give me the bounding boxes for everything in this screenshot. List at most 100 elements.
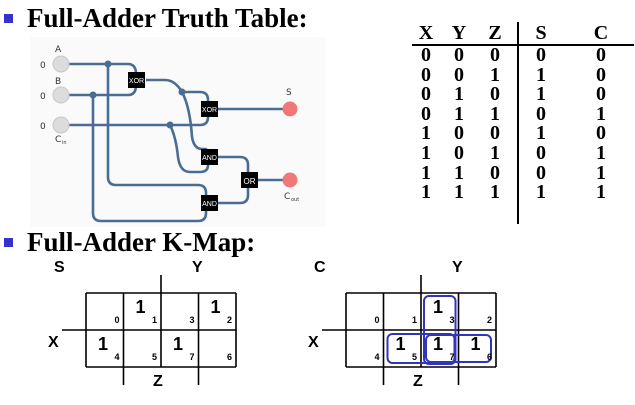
- wire-a-branch: [106, 64, 208, 201]
- input-a-switch[interactable]: [52, 55, 70, 73]
- kmap-cell-index: 5: [152, 352, 158, 362]
- kmap-y-label: Y: [192, 259, 203, 276]
- wire-cin: [68, 113, 210, 127]
- cell-y: 1: [454, 161, 464, 184]
- cell-z: 0: [490, 83, 500, 106]
- cell-x: 0: [421, 44, 431, 66]
- junction-a: [104, 60, 112, 68]
- junction-cin: [166, 121, 174, 129]
- kmap-cell-index: 3: [449, 315, 455, 325]
- cell-z: 1: [490, 141, 500, 164]
- output-s-label: S: [286, 88, 292, 98]
- kmap-cell-value: 1: [433, 334, 444, 354]
- wire-and1-out: [218, 155, 250, 175]
- cell-c: 1: [596, 102, 606, 125]
- kmap-grid-svg: [322, 275, 497, 385]
- wire-b: [68, 83, 138, 97]
- cell-s: 0: [536, 141, 546, 164]
- cell-x: 1: [421, 161, 431, 184]
- cell-z: 1: [490, 63, 500, 86]
- or-gate: OR: [241, 172, 258, 188]
- gates: XOR XOR AND AND OR: [128, 72, 258, 211]
- bullet-icon: [4, 238, 13, 247]
- header-c: C: [593, 22, 609, 44]
- wire-xor1-and1: [180, 91, 208, 153]
- output-leds: [282, 101, 298, 188]
- kmap-cell-index: 2: [227, 315, 233, 325]
- svg-text:AND: AND: [202, 155, 217, 162]
- cell-s: 1: [536, 122, 546, 145]
- kmap-cell-index: 1: [152, 315, 158, 325]
- cell-s: 1: [536, 83, 546, 106]
- cell-y: 1: [454, 83, 464, 106]
- and-gate-2: AND: [201, 195, 218, 211]
- wire-xor1-out: [146, 78, 210, 104]
- xor-gate-2: XOR: [201, 101, 218, 117]
- cell-x: 1: [421, 122, 431, 145]
- kmap-cell-index: 3: [189, 315, 195, 325]
- cell-z: 1: [490, 102, 500, 125]
- kmap-y-label: Y: [452, 259, 463, 276]
- output-s-led: [282, 101, 298, 117]
- truth-table-header: X Y Z S C: [412, 22, 634, 46]
- kmap-x-label: X: [308, 334, 319, 351]
- kmap-cell-value: 1: [98, 334, 109, 354]
- cell-c: 0: [596, 83, 606, 106]
- kmap-heading: Full-Adder K-Map:: [4, 227, 255, 258]
- input-b-switch[interactable]: [52, 86, 70, 104]
- input-switches: [52, 55, 70, 134]
- wire-a: [68, 62, 138, 77]
- header-y: Y: [451, 22, 467, 44]
- cell-x: 1: [421, 181, 431, 204]
- kmap-cell-index: 6: [227, 352, 233, 362]
- kmap-cell-value: 1: [433, 297, 444, 317]
- kmap-function-label: C: [314, 259, 326, 276]
- and-gate-1: AND: [201, 149, 218, 165]
- circuit-labels: A B C in 0 0 0 S C out: [40, 45, 299, 203]
- bullet-icon: [4, 14, 13, 23]
- cell-c: 1: [596, 181, 606, 204]
- full-adder-circuit: XOR XOR AND AND OR A B C in 0: [30, 37, 325, 227]
- circuit-diagram: XOR XOR AND AND OR A B C in 0: [40, 45, 299, 223]
- output-cout-led: [282, 172, 298, 188]
- kmap-cell-index: 2: [487, 315, 493, 325]
- wires: [68, 62, 290, 223]
- kmap-function-label: S: [54, 259, 65, 276]
- cell-y: 0: [454, 141, 464, 164]
- cell-z: 0: [490, 161, 500, 184]
- cell-s: 1: [536, 181, 546, 204]
- junctions: [89, 60, 186, 129]
- cell-s: 0: [536, 102, 546, 125]
- truth-table-divider: [517, 22, 519, 224]
- output-cout-sub: out: [291, 197, 299, 203]
- cell-y: 0: [454, 63, 464, 86]
- cell-z: 0: [490, 44, 500, 66]
- kmap-cell-index: 0: [374, 315, 380, 325]
- kmap-cell-index: 1: [412, 315, 418, 325]
- kmap-cell-value: 1: [395, 334, 406, 354]
- kmap-cell-index: 7: [449, 352, 455, 362]
- input-a-label: A: [55, 45, 62, 55]
- cell-y: 0: [454, 122, 464, 145]
- cell-c: 1: [596, 141, 606, 164]
- cell-s: 0: [536, 161, 546, 184]
- header-s: S: [535, 22, 547, 44]
- cell-s: 1: [536, 63, 546, 86]
- kmap-x-label: X: [48, 334, 59, 351]
- kmap-cell-index: 7: [189, 352, 195, 362]
- svg-text:OR: OR: [244, 177, 256, 186]
- truth-table-heading-text: Full-Adder Truth Table:: [27, 3, 308, 33]
- input-cin-switch[interactable]: [52, 116, 70, 134]
- kmap-cell-value: 1: [173, 334, 184, 354]
- cell-z: 1: [490, 181, 500, 204]
- kmap-cell-index: 6: [487, 352, 493, 362]
- input-a-value: 0: [40, 61, 46, 71]
- kmap-cell-index: 4: [114, 352, 120, 362]
